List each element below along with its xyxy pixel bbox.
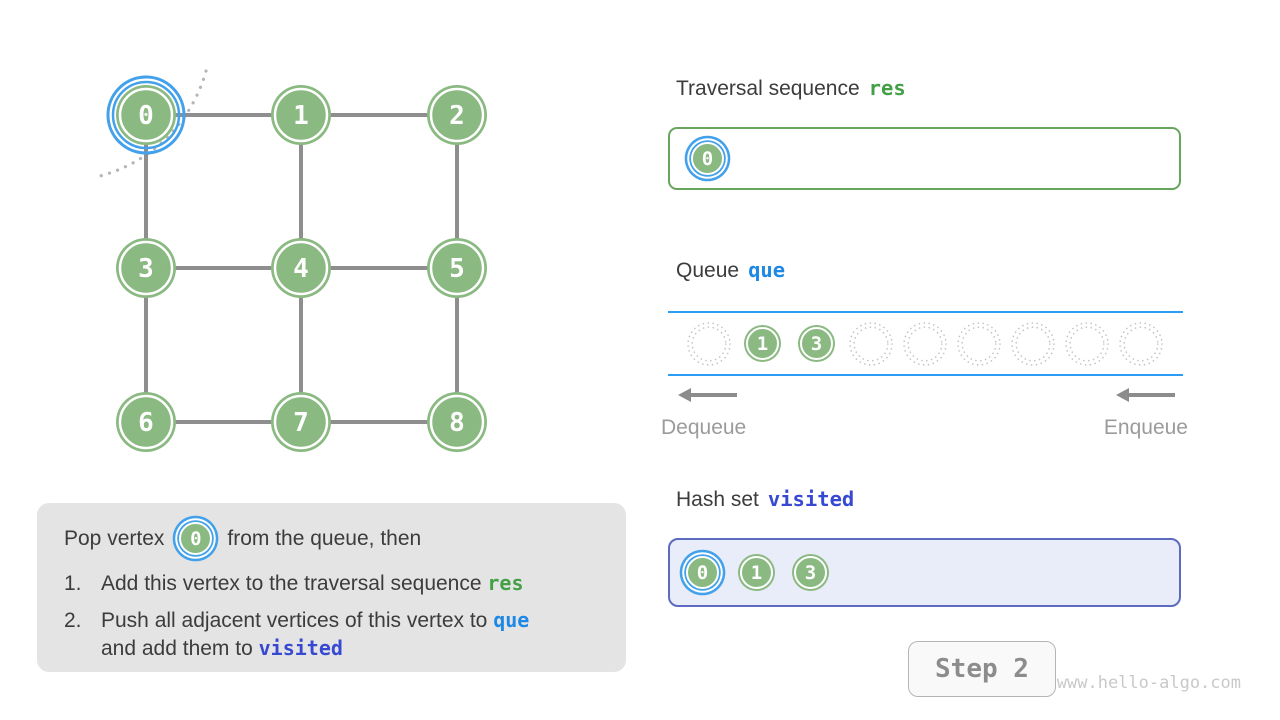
que-code-label: que (748, 258, 786, 282)
hashset-title: Hash set visited (676, 487, 854, 512)
queue-slot-empty (1064, 321, 1109, 366)
enqueue-arrow-icon (1116, 388, 1175, 401)
graph-vertex-3: 3 (116, 238, 176, 298)
que-code-label: que (493, 608, 530, 632)
traversal-title-text: Traversal sequence (676, 77, 860, 100)
graph-vertex-2: 2 (427, 85, 487, 145)
dequeue-arrow-icon (678, 388, 737, 401)
svg-text:4: 4 (293, 254, 309, 284)
explanation-item-text: Push all adjacent vertices of this verte… (101, 608, 530, 660)
graph-vertex-4: 4 (271, 238, 331, 298)
svg-text:2: 2 (449, 101, 465, 131)
explanation-item: 2. Push all adjacent vertices of this ver… (64, 607, 602, 663)
queue-slot-empty (1118, 321, 1163, 366)
dotted-circle-icon (1119, 321, 1163, 366)
dotted-circle-icon (957, 321, 1001, 366)
vertex-badge-circle: 0 (179, 522, 213, 555)
graph-vertex-5: 5 (427, 238, 487, 298)
step-button[interactable]: Step 2 (908, 641, 1056, 697)
res-code-label: res (487, 571, 524, 595)
visited-code-label: visited (258, 636, 343, 660)
vertex-badge-1: 1 (734, 550, 779, 595)
vertex-badge-circle: 1 (746, 327, 779, 360)
queue-title-text: Queue (676, 259, 740, 282)
graph-vertex-8: 8 (427, 392, 487, 452)
intro-text-after: from the queue, then (227, 526, 422, 550)
traversal-items: 0 (685, 136, 730, 181)
vertex-badge-0: 0 (680, 550, 725, 595)
traversal-title: Traversal sequence res (676, 76, 906, 101)
explanation-item: 1. Add this vertex to the traversal seque… (64, 570, 602, 598)
graph-vertex-0: 0 (106, 75, 186, 155)
vertex-badge-1: 1 (740, 321, 785, 366)
explanation-item-text: Add this vertex to the traversal sequenc… (101, 571, 524, 595)
svg-text:3: 3 (138, 254, 154, 284)
queue-top-line (668, 311, 1183, 313)
vertex-badge-circle: 3 (800, 327, 833, 360)
queue-bottom-line (668, 374, 1183, 376)
popped-vertex-badge: 0 (173, 516, 218, 561)
dotted-circle-icon (849, 321, 893, 366)
list-number: 2. (64, 609, 82, 632)
vertex-badge-circle: 0 (691, 142, 724, 175)
vertex-badge-3: 3 (794, 321, 839, 366)
traversal-sequence-box: 0 (668, 127, 1181, 190)
svg-text:6: 6 (138, 408, 154, 438)
dotted-circle-icon (903, 321, 947, 366)
list-number: 1. (64, 572, 82, 595)
enqueue-label: Enqueue (1103, 416, 1188, 439)
vertex-badge-circle: 0 (686, 556, 719, 589)
res-code-label: res (868, 76, 906, 100)
svg-text:7: 7 (293, 408, 309, 438)
intro-text-before: Pop vertex (64, 526, 165, 550)
bfs-frontier-arc-icon (98, 69, 208, 178)
dotted-circle-icon (1065, 321, 1109, 366)
explanation-list: 1. Add this vertex to the traversal seque… (64, 570, 602, 663)
watermark: www.hello-algo.com (1056, 673, 1241, 693)
visited-code-label: visited (767, 487, 855, 511)
graph-vertex-1: 1 (271, 85, 331, 145)
dequeue-label: Dequeue (661, 416, 747, 439)
queue-slot-empty (956, 321, 1001, 366)
vertex-badge-circle: 1 (740, 556, 773, 589)
explanation-box: Pop vertex 0 from the queue, then 1. Add … (37, 503, 626, 672)
queue-slot-empty (686, 321, 731, 366)
dotted-circle-icon (1011, 321, 1055, 366)
explanation-intro: Pop vertex 0 from the queue, then (64, 516, 602, 561)
queue-title: Queue que (676, 258, 785, 283)
graph-svg: 0 1 2 3 4 5 6 7 8 (98, 69, 487, 452)
graph-vertex-6: 6 (116, 392, 176, 452)
vertex-badge-3: 3 (788, 550, 833, 595)
vertex-badge-circle: 3 (794, 556, 827, 589)
svg-text:5: 5 (449, 254, 465, 284)
vertex-badge-0: 0 (685, 136, 730, 181)
svg-text:1: 1 (293, 101, 309, 131)
graph-vertex-7: 7 (271, 392, 331, 452)
svg-text:8: 8 (449, 408, 465, 438)
queue-slot-empty (1010, 321, 1055, 366)
queue-slot-empty (848, 321, 893, 366)
dotted-circle-icon (687, 321, 731, 366)
hashset-title-text: Hash set (676, 488, 759, 511)
queue-slot-empty (902, 321, 947, 366)
svg-text:0: 0 (138, 101, 154, 131)
